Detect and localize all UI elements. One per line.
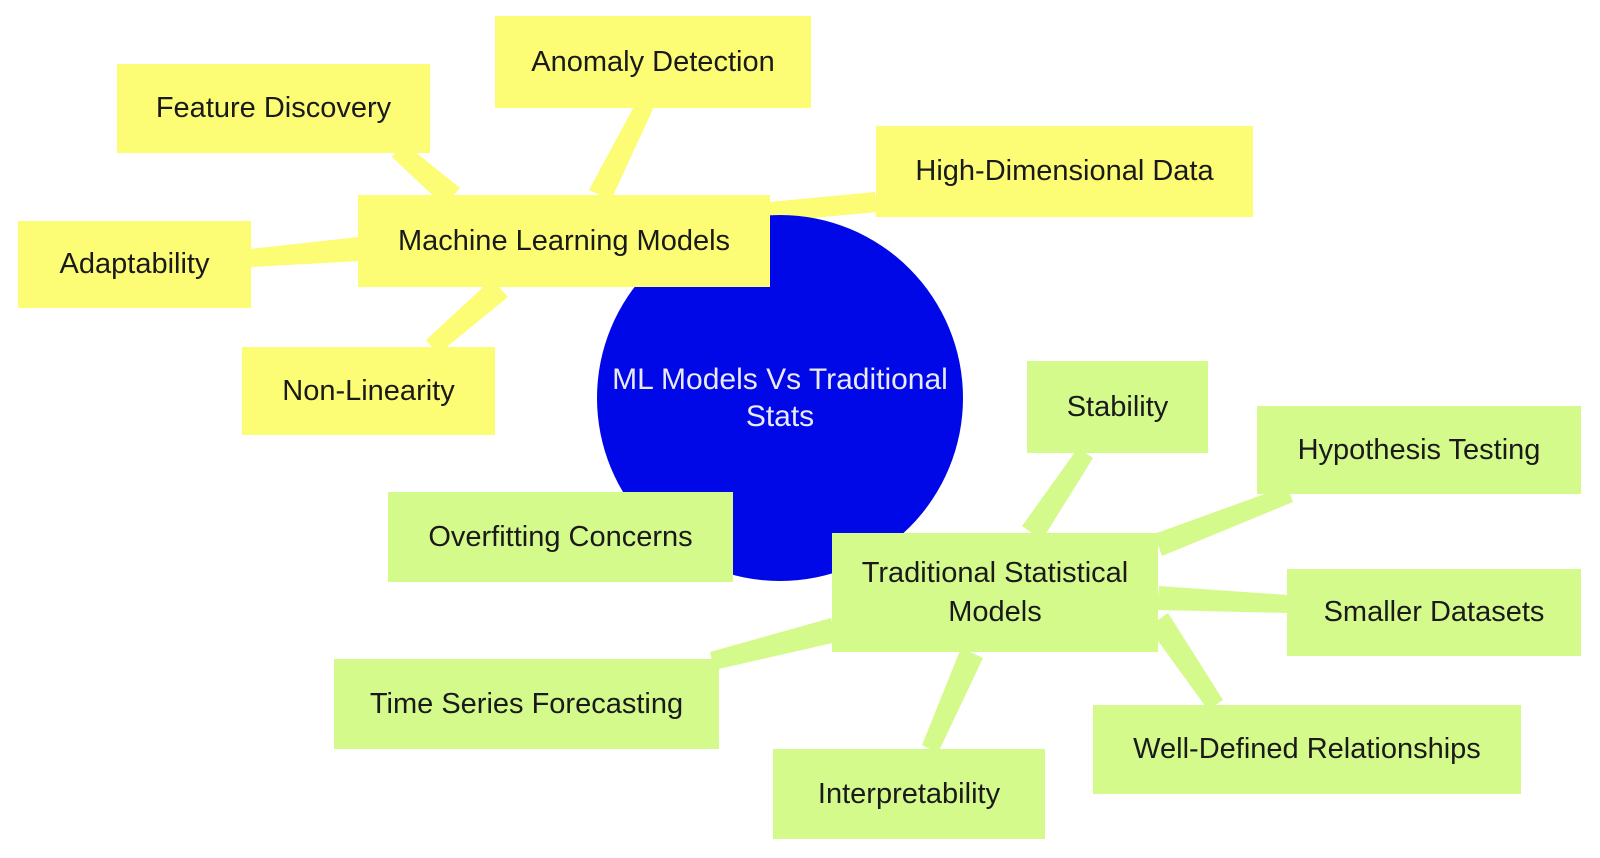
node-stability: Stability (1027, 361, 1208, 453)
edge-stats-to-hypothesis-testing (1154, 486, 1293, 556)
root-label-line2: Stats (745, 400, 815, 433)
node-well-defined-relationships-label: Well-Defined Relationships (1133, 733, 1481, 765)
edge-stats-to-smaller-datasets (1157, 586, 1288, 613)
node-hypothesis-testing: Hypothesis Testing (1257, 406, 1581, 494)
node-smaller-datasets-label: Smaller Datasets (1323, 596, 1545, 628)
node-non-linearity-label: Non-Linearity (282, 374, 455, 407)
node-high-dimensional-data: High-Dimensional Data (876, 126, 1253, 217)
edge-ml-to-high-dimensional-data (769, 192, 877, 222)
root-node-label: ML Models Vs Traditional Stats (580, 352, 980, 444)
node-machine-learning-models-label: Machine Learning Models (397, 224, 731, 257)
node-traditional-statistical-models-line1: Traditional Statistical (861, 556, 1129, 589)
edge-ml-to-non-linearity (426, 279, 508, 354)
edge-ml-to-feature-discovery (392, 143, 460, 206)
root-label-line1: ML Models Vs Traditional (612, 363, 948, 396)
node-overfitting-concerns: Overfitting Concerns (388, 492, 733, 582)
edge-stats-to-interpretability (922, 648, 983, 753)
node-feature-discovery: Feature Discovery (117, 64, 430, 153)
node-interpretability-label: Interpretability (817, 777, 1001, 810)
node-interpretability: Interpretability (773, 749, 1045, 839)
node-adaptability: Adaptability (18, 221, 251, 308)
node-smaller-datasets: Smaller Datasets (1287, 569, 1581, 656)
node-high-dimensional-data-label: High-Dimensional Data (915, 155, 1214, 187)
edge-stats-to-time-series-forecasting (710, 618, 837, 670)
edge-ml-to-anomaly-detection (589, 101, 653, 200)
node-feature-discovery-label: Feature Discovery (155, 92, 392, 124)
node-traditional-statistical-models-line2: Models (948, 595, 1042, 628)
node-hypothesis-testing-label: Hypothesis Testing (1297, 433, 1541, 466)
node-traditional-statistical-models: Traditional Statistical Models (832, 533, 1158, 652)
node-well-defined-relationships: Well-Defined Relationships (1093, 705, 1521, 794)
node-anomaly-detection-label: Anomaly Detection (531, 45, 775, 78)
edge-stats-to-well-defined-relationships (1148, 613, 1223, 710)
edge-stats-to-stability (1022, 448, 1093, 540)
node-overfitting-concerns-label: Overfitting Concerns (428, 520, 693, 553)
node-adaptability-label: Adaptability (59, 248, 210, 280)
node-machine-learning-models: Machine Learning Models (358, 195, 770, 287)
node-anomaly-detection: Anomaly Detection (495, 16, 811, 108)
edge-ml-to-adaptability (249, 237, 361, 267)
node-non-linearity: Non-Linearity (242, 347, 495, 435)
node-stability-label: Stability (1066, 390, 1169, 423)
node-time-series-forecasting-label: Time Series Forecasting (369, 687, 684, 720)
root-node-circle (597, 215, 963, 581)
node-time-series-forecasting: Time Series Forecasting (334, 659, 719, 749)
